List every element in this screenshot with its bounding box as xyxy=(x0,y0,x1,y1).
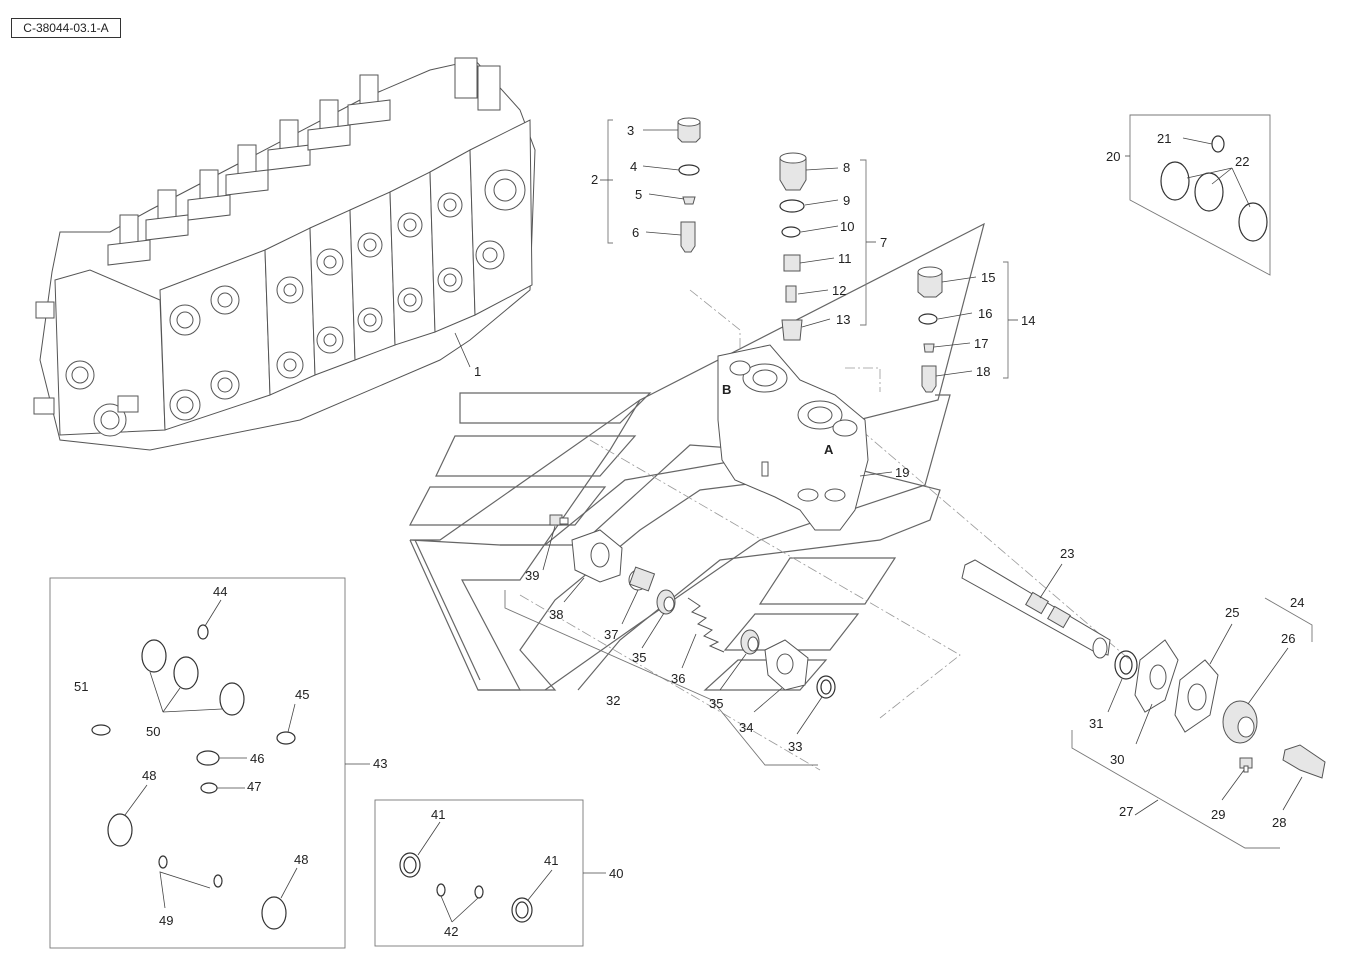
callout-33: 33 xyxy=(788,739,802,754)
cover-38[interactable] xyxy=(571,529,623,583)
callout-32: 32 xyxy=(606,693,620,708)
callout-48a: 48 xyxy=(142,768,156,783)
callout-45: 45 xyxy=(295,687,309,702)
callout-21: 21 xyxy=(1157,131,1171,146)
parallelogram-slots xyxy=(409,392,897,691)
callout-11: 11 xyxy=(838,251,852,266)
callout-29: 29 xyxy=(1211,807,1225,822)
callout-2: 2 xyxy=(591,172,598,187)
callout-37: 37 xyxy=(604,627,618,642)
callout-7: 7 xyxy=(880,235,887,250)
callout-41a: 41 xyxy=(431,807,445,822)
callout-31: 31 xyxy=(1089,716,1103,731)
callout-26: 26 xyxy=(1281,631,1295,646)
callout-8: 8 xyxy=(843,160,850,175)
callout-12: 12 xyxy=(832,283,846,298)
callout-6: 6 xyxy=(632,225,639,240)
plate-30[interactable] xyxy=(1134,639,1179,713)
seal-kit-43[interactable] xyxy=(49,577,346,949)
seal-33[interactable] xyxy=(816,675,836,699)
callout-24: 24 xyxy=(1290,595,1304,610)
callout-39: 39 xyxy=(525,568,539,583)
callout-36: 36 xyxy=(671,671,685,686)
callout-17: 17 xyxy=(974,336,988,351)
control-valve-bank[interactable] xyxy=(33,57,536,451)
callout-5: 5 xyxy=(635,187,642,202)
drawing-reference-label: C-38044-03.1-A xyxy=(11,18,121,38)
callout-46: 46 xyxy=(250,751,264,766)
callout-22: 22 xyxy=(1235,154,1249,169)
callout-35a: 35 xyxy=(632,650,646,665)
callout-44: 44 xyxy=(213,584,227,599)
callout-40: 40 xyxy=(609,866,623,881)
seal-kit-40[interactable] xyxy=(374,799,584,947)
center-lines xyxy=(519,289,1131,771)
callout-3: 3 xyxy=(627,123,634,138)
callout-49: 49 xyxy=(159,913,173,928)
callout-9: 9 xyxy=(843,193,850,208)
callout-47: 47 xyxy=(247,779,261,794)
gasket-25[interactable] xyxy=(1174,659,1219,733)
callout-14: 14 xyxy=(1021,313,1035,328)
callout-43: 43 xyxy=(373,756,387,771)
callout-27: 27 xyxy=(1119,804,1133,819)
seal-kit-20[interactable] xyxy=(1129,114,1271,276)
port-a-mark: A xyxy=(824,442,834,457)
cap-26[interactable] xyxy=(1222,700,1258,744)
callout-4: 4 xyxy=(630,159,637,174)
callout-51: 51 xyxy=(74,679,88,694)
callout-50: 50 xyxy=(146,724,160,739)
callout-19: 19 xyxy=(895,465,909,480)
callout-13: 13 xyxy=(836,312,850,327)
callout-35b: 35 xyxy=(709,696,723,711)
callout-1: 1 xyxy=(474,364,481,379)
spring-36[interactable] xyxy=(687,597,725,653)
callout-42: 42 xyxy=(444,924,458,939)
screw-29[interactable] xyxy=(1239,757,1253,773)
plate-34[interactable] xyxy=(764,639,809,691)
callout-30: 30 xyxy=(1110,752,1124,767)
callout-15: 15 xyxy=(981,270,995,285)
callout-34: 34 xyxy=(739,720,753,735)
spacer-37[interactable] xyxy=(628,566,656,592)
screw-39[interactable] xyxy=(549,514,569,526)
seal-31[interactable] xyxy=(1114,650,1138,680)
washer-35a[interactable] xyxy=(656,589,676,615)
port-b-mark: B xyxy=(722,382,731,397)
callout-28: 28 xyxy=(1272,815,1286,830)
callout-16: 16 xyxy=(978,306,992,321)
leader-lines xyxy=(124,129,1303,923)
valve-section-body[interactable] xyxy=(717,344,869,531)
washer-35b[interactable] xyxy=(740,629,760,655)
callout-41b: 41 xyxy=(544,853,558,868)
callout-48b: 48 xyxy=(294,852,308,867)
spool-23[interactable] xyxy=(961,559,1111,659)
relief-valve-kit-7[interactable] xyxy=(779,152,807,341)
callout-10: 10 xyxy=(840,219,854,234)
relief-valve-kit-14[interactable] xyxy=(917,266,943,393)
clevis-28[interactable] xyxy=(1282,744,1326,779)
callout-20: 20 xyxy=(1106,149,1120,164)
relief-valve-kit-2[interactable] xyxy=(677,117,701,253)
callout-18: 18 xyxy=(976,364,990,379)
callout-25: 25 xyxy=(1225,605,1239,620)
callout-numbers: 1 2 3 4 5 6 7 8 9 10 11 12 13 14 15 16 1… xyxy=(74,123,1304,939)
callout-23: 23 xyxy=(1060,546,1074,561)
callout-38: 38 xyxy=(549,607,563,622)
